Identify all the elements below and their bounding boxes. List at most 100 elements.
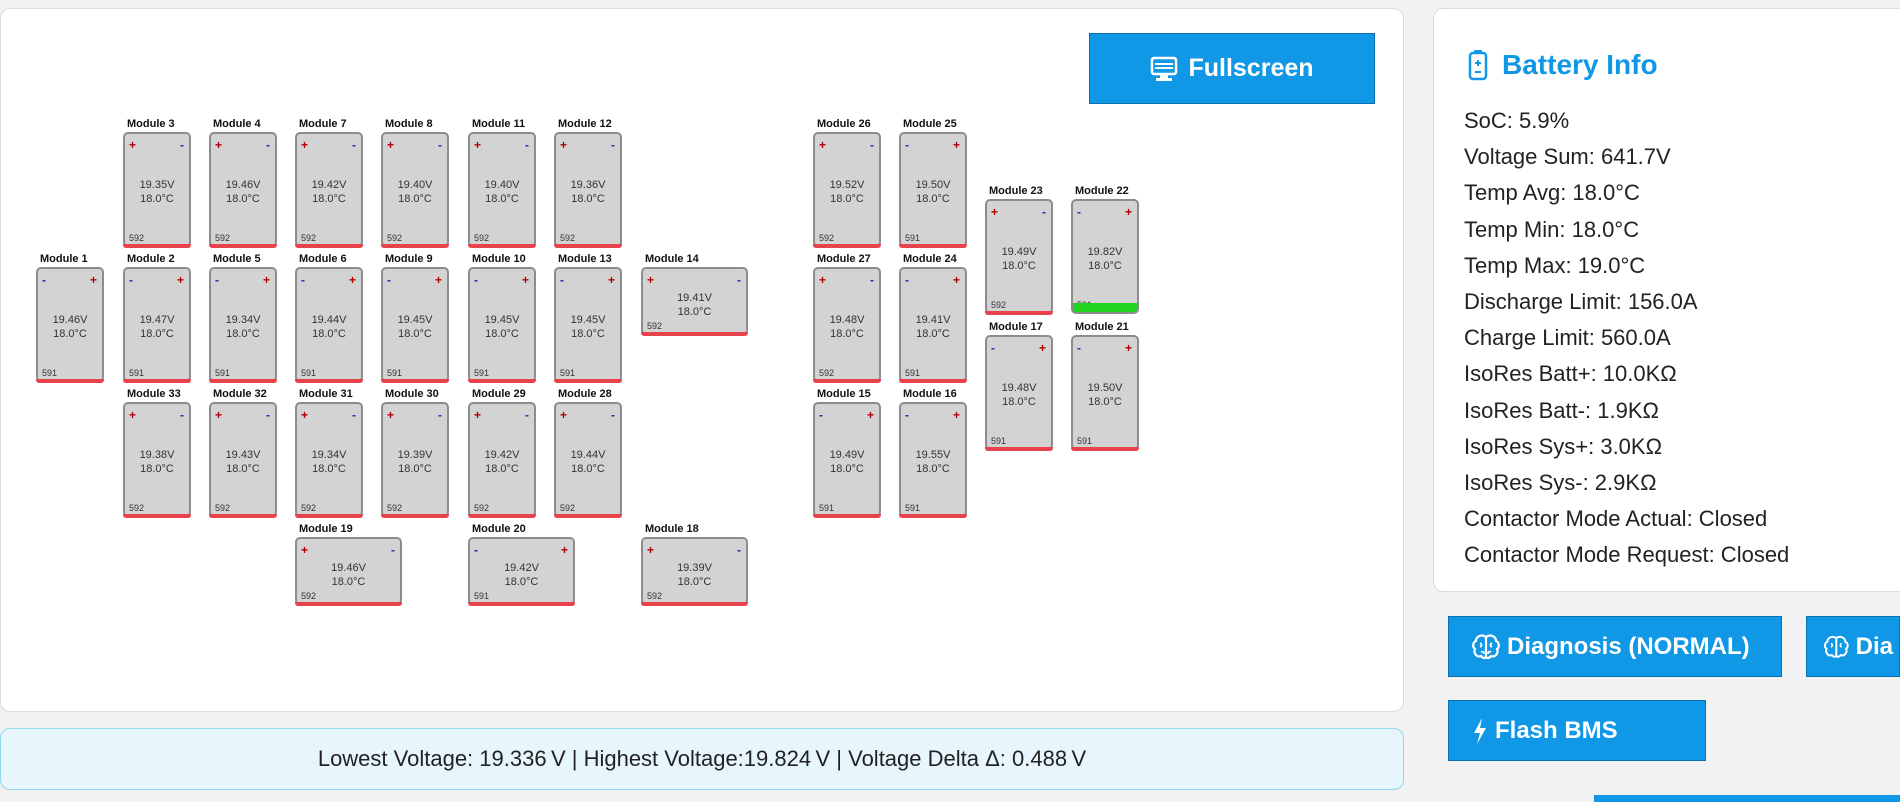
module-voltage: 19.40V	[484, 179, 520, 191]
terminal-right: -	[352, 138, 356, 152]
module-status-bar	[295, 244, 363, 248]
terminal-left: +	[560, 408, 568, 422]
module-number: 592	[991, 300, 1007, 310]
battery-info-item: IsoRes Sys+: 3.0KΩ	[1464, 433, 1663, 459]
terminal-left: -	[1077, 205, 1081, 219]
battery-info-panel: Battery Info SoC: 5.9%Voltage Sum: 641.7…	[1433, 8, 1900, 592]
module-voltage: 19.55V	[915, 449, 951, 461]
module-label: Module 27	[817, 253, 871, 265]
module-temperature: 18.0°C	[1088, 260, 1122, 272]
module-voltage: 19.38V	[139, 449, 175, 461]
module-voltage: 19.43V	[225, 449, 261, 461]
module-temperature: 18.0°C	[140, 193, 174, 205]
terminal-right: -	[870, 138, 874, 152]
module-voltage: 19.82V	[1087, 246, 1123, 258]
module-temperature: 18.0°C	[830, 193, 864, 205]
module-status-bar	[123, 514, 191, 518]
terminal-left: +	[474, 408, 482, 422]
module-label: Module 32	[213, 388, 267, 400]
module-readings: 19.35V 18.0°C	[125, 178, 189, 206]
module-status-bar	[985, 447, 1053, 451]
terminal-left: -	[560, 273, 564, 287]
module-voltage: 19.42V	[504, 562, 539, 574]
terminal-right: -	[737, 273, 741, 287]
module-number: 591	[387, 368, 403, 378]
flash-bms-button[interactable]: Flash BMS	[1448, 700, 1706, 761]
module-voltage: 19.41V	[677, 292, 712, 304]
module-readings: 19.38V 18.0°C	[125, 448, 189, 476]
module-temperature: 18.0°C	[485, 463, 519, 475]
module-temperature: 18.0°C	[140, 463, 174, 475]
module-label: Module 10	[472, 253, 526, 265]
module-voltage: 19.39V	[397, 449, 433, 461]
module-number: 592	[301, 233, 317, 243]
module-status-bar	[295, 602, 402, 606]
module-status-bar	[468, 514, 536, 518]
module-number: 592	[215, 503, 231, 513]
module-temperature: 18.0°C	[53, 328, 87, 340]
diagnosis-second-button[interactable]: Dia	[1806, 616, 1900, 677]
module-number: 591	[991, 436, 1007, 446]
module-temperature: 18.0°C	[312, 193, 346, 205]
module-voltage: 19.46V	[225, 179, 261, 191]
battery-info-item: Charge Limit: 560.0A	[1464, 325, 1671, 351]
module-voltage: 19.39V	[677, 562, 712, 574]
module-voltage: 19.47V	[139, 314, 175, 326]
terminal-left: -	[1077, 341, 1081, 355]
battery-info-item: Voltage Sum: 641.7V	[1464, 144, 1671, 170]
module-temperature: 18.0°C	[1088, 396, 1122, 408]
terminal-left: -	[215, 273, 219, 287]
terminal-right: -	[180, 408, 184, 422]
terminal-right: +	[952, 138, 960, 152]
partial-button[interactable]	[1594, 795, 1900, 802]
module-label: Module 23	[989, 185, 1043, 197]
module-status-bar	[209, 244, 277, 248]
diagnosis-normal-button[interactable]: Diagnosis (NORMAL)	[1448, 616, 1782, 677]
module-number: 592	[129, 233, 145, 243]
module-voltage: 19.44V	[311, 314, 347, 326]
terminal-left: -	[301, 273, 305, 287]
terminal-left: +	[301, 138, 309, 152]
module-readings: 19.43V 18.0°C	[211, 448, 275, 476]
terminal-right: +	[1124, 341, 1132, 355]
battery-icon	[1468, 50, 1488, 81]
module-status-bar	[641, 602, 748, 606]
terminal-left: +	[301, 408, 309, 422]
module-temperature: 18.0°C	[571, 463, 605, 475]
module-label: Module 6	[299, 253, 347, 265]
diagnosis-second-label: Dia	[1855, 632, 1893, 660]
terminal-right: -	[525, 408, 529, 422]
terminal-right: -	[737, 543, 741, 557]
module-temperature: 18.0°C	[226, 463, 260, 475]
fullscreen-button[interactable]: Fullscreen	[1089, 33, 1375, 104]
battery-info-item: Contactor Mode Request: Closed	[1464, 542, 1790, 568]
terminal-left: +	[215, 408, 223, 422]
module-voltage: 19.35V	[139, 179, 175, 191]
